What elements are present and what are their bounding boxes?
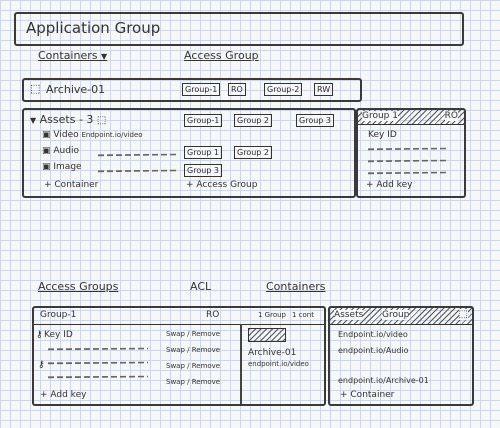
swap-remove-2[interactable]: Swap / Remove [166,346,221,354]
group-header-row: Group-1 RO 1 Group 1 cont [34,308,324,325]
add-container-button[interactable]: + Container [340,390,395,400]
group-tag-image-3[interactable]: Group 3 [184,164,222,177]
audio-endpoint-scribble [98,153,176,157]
access-group-label: Access Group [184,49,259,62]
asset-item-image[interactable]: ▣ Image [42,162,82,172]
cube-icon: ⬚ [30,82,41,95]
acl-count-containers: 1 cont [292,311,314,319]
key-row-scribble-2 [48,361,148,365]
group-tag-1[interactable]: Group-1 [184,114,223,127]
archive-name: Archive-01 [46,83,106,96]
add-container-button[interactable]: + Container [44,180,99,190]
containers-panel: Assets Group ⬚ Endpoint.io/video endpoin… [328,306,474,406]
acl-container-path: endpoint.io/video [248,360,309,368]
endpoint-text: Endpoint.io/video [81,131,143,139]
cube-icon: ⬚ [458,309,468,320]
access-tag-group-2[interactable]: Group-2 [264,83,303,96]
add-key-button[interactable]: + Add key [40,390,87,400]
group-header: Group-1 [40,310,77,320]
swap-remove-4[interactable]: Swap / Remove [166,378,221,386]
containers-dropdown[interactable]: Containers ▼ [38,49,107,62]
key-row-scribble-1 [48,347,148,351]
asset-item-audio[interactable]: ▣ Audio [42,146,79,156]
containers-label: Containers [38,49,98,62]
group-tag-audio-2[interactable]: Group 2 [234,146,272,159]
assets-header[interactable]: ▼ Assets - 3 ⬚ [30,113,107,126]
key-row-scribble-3 [48,375,148,379]
group-tag-2[interactable]: Group 2 [234,114,272,127]
application-group-panel: Application Group [14,12,464,46]
container-line-2: endpoint.io/Audio [338,346,409,355]
acl-container-name: Archive-01 [248,348,297,358]
container-line-1: Endpoint.io/video [338,330,408,339]
asset-item-video[interactable]: ▣ Video Endpoint.io/video [42,130,143,140]
assets-panel: ▼ Assets - 3 ⬚ ▣ Video Endpoint.io/video… [22,108,356,198]
container-line-3: endpoint.io/Archive-01 [338,376,429,385]
tab-acl[interactable]: ACL [190,280,212,293]
app-group-title: Application Group [26,19,161,37]
access-tag-group-1[interactable]: Group-1 [182,83,221,96]
key-scribble-3 [368,171,448,175]
group-tag-3[interactable]: Group 3 [296,114,334,127]
access-tag-ro[interactable]: RO [228,83,246,96]
cube-icon: ⬚ [96,115,107,126]
key-scribble-1 [368,147,448,151]
acl-divider [240,324,242,404]
group-panel-header: Group 1 RO [358,110,464,125]
acl-container-icon[interactable] [248,328,286,342]
chevron-down-icon: ▼ [101,52,108,61]
swap-remove-3[interactable]: Swap / Remove [166,362,221,370]
audio-icon: ▣ [42,146,51,156]
key-icon-2: ⚷ [38,360,45,370]
key-icon: ⚷ [36,330,43,340]
archive-row[interactable]: ⬚ Archive-01 Group-1 RO Group-2 RW [22,78,362,102]
tab-access-groups[interactable]: Access Groups [38,280,119,293]
add-key-button[interactable]: + Add key [366,180,413,190]
access-groups-panel: Group-1 RO 1 Group 1 cont Key ID ⚷ ⚷ Swa… [32,306,326,406]
group-tag-audio-1[interactable]: Group 1 [184,146,222,159]
key-id-label: Key ID [368,130,397,140]
tab-containers[interactable]: Containers [266,280,326,293]
group-panel: Group 1 RO Key ID + Add key [356,108,466,198]
key-id-label: Key ID [44,330,73,340]
swap-remove-1[interactable]: Swap / Remove [166,330,221,338]
key-scribble-2 [368,159,448,163]
image-icon: ▣ [42,162,51,172]
chevron-down-icon: ▼ [30,116,37,125]
access-tag-rw[interactable]: RW [314,83,334,96]
acl-header: RO [206,310,220,320]
image-endpoint-scribble [98,169,176,173]
video-icon: ▣ [42,130,51,140]
containers-header: Assets Group ⬚ [330,308,472,325]
acl-count: 1 Group [258,311,286,319]
add-access-group-button[interactable]: + Access Group [186,180,258,190]
